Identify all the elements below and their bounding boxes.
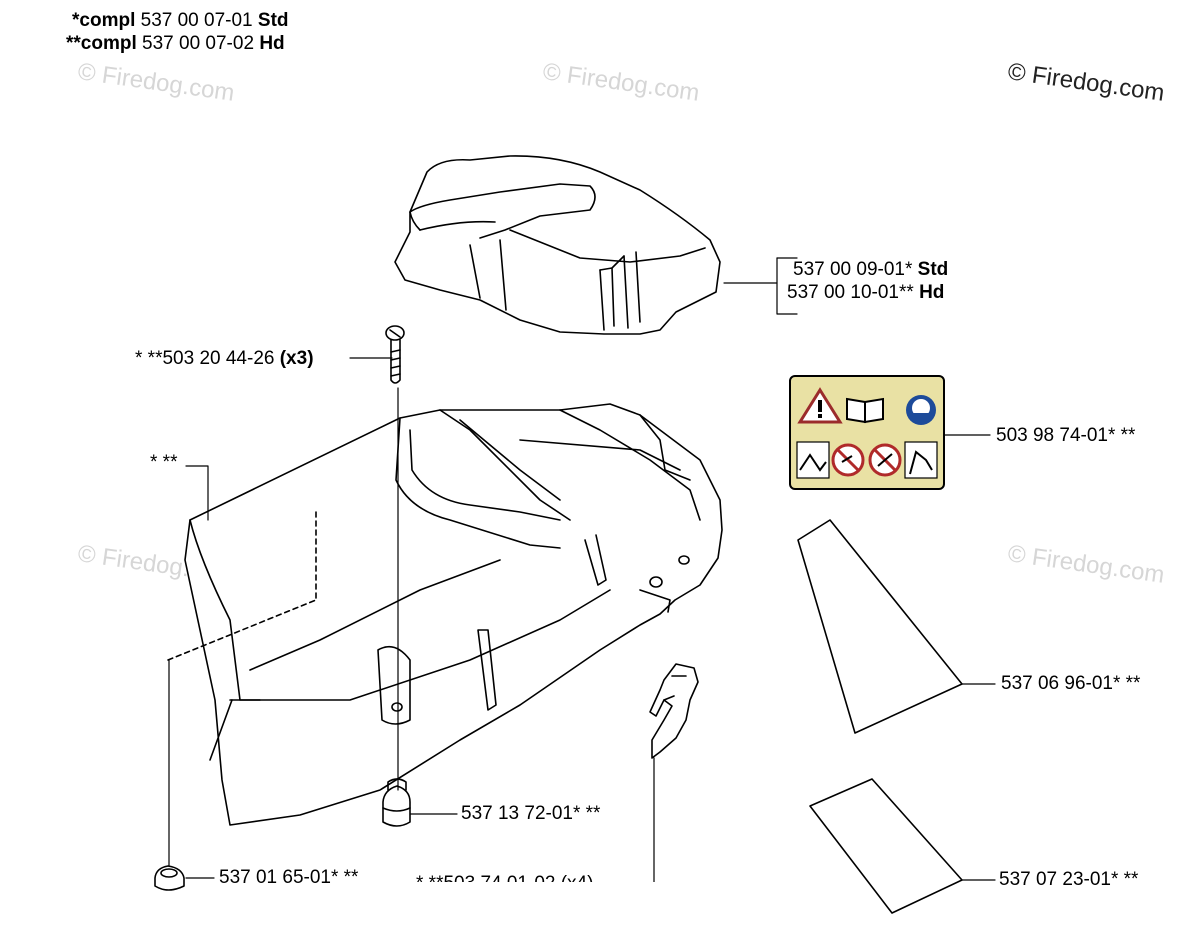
plug-part <box>382 778 411 827</box>
part-label-strip: 537 07 23-01* ** <box>999 869 1139 890</box>
top-cover-part <box>394 155 721 335</box>
part-label-grommet: 537 01 65-01* ** <box>219 867 359 888</box>
grommet-part <box>154 865 185 891</box>
part-label-plug: 537 13 72-01* ** <box>461 803 601 824</box>
assembly-std-number: 537 00 07-01 <box>140 10 253 31</box>
manual-book-icon <box>846 397 884 424</box>
clip-part <box>649 663 699 759</box>
assembly-hd-number: 537 00 07-02 <box>142 33 255 54</box>
compl-prefix: **compl <box>66 33 137 54</box>
part-label-top-cover-std: 537 00 09-01* Std <box>793 259 949 280</box>
pad-part <box>797 519 963 734</box>
ear-protection-icon <box>906 395 936 425</box>
warning-decal-part <box>789 375 945 490</box>
assembly-hd-label: **compl 537 00 07-02 Hd <box>66 33 285 55</box>
warning-triangle-icon <box>797 387 843 424</box>
leader-lines <box>168 257 996 883</box>
part-label-pad: 537 06 96-01* ** <box>1001 673 1141 694</box>
screw-part <box>385 325 405 384</box>
assembly-std-label: *compl 537 00 07-01 Std <box>72 10 289 32</box>
hd-suffix: Hd <box>259 33 285 54</box>
compl-prefix: *compl <box>72 10 136 31</box>
housing-part <box>167 403 723 826</box>
safety-pictograms-icon <box>796 441 938 479</box>
part-label-top-cover-hd: 537 00 10-01** Hd <box>787 282 945 303</box>
part-label-screw: * **503 20 44-26 (x3) <box>135 348 314 369</box>
part-label-housing: * ** <box>150 452 178 473</box>
std-suffix: Std <box>257 10 289 31</box>
strip-part <box>809 778 963 914</box>
part-label-decal: 503 98 74-01* ** <box>996 425 1136 446</box>
image-cutoff <box>400 882 660 930</box>
